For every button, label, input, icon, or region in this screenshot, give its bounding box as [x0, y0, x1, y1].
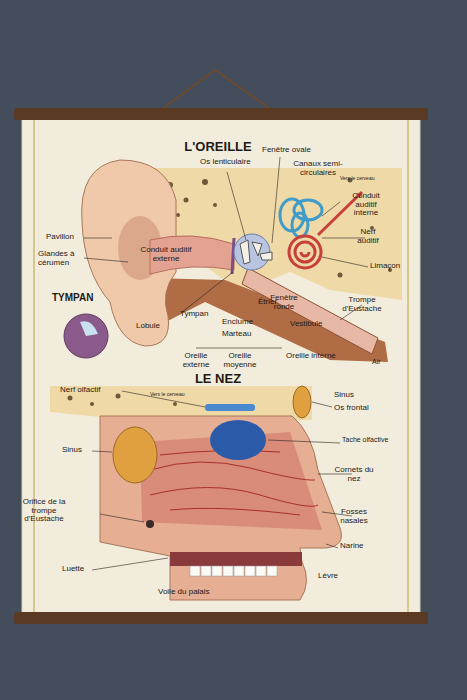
olfactory-nerve	[205, 404, 255, 411]
part-label: Luette	[62, 565, 84, 574]
part-label: Conduit auditif interne	[345, 192, 387, 218]
tympan-detail	[80, 321, 98, 336]
note-label: Vers le cerveau	[150, 392, 184, 397]
paper-edge	[33, 120, 35, 612]
semicircular-canals	[280, 199, 322, 237]
part-label: Glandes à cérumen	[38, 250, 84, 267]
part-label: Fenêtre ronde	[268, 294, 300, 311]
maxillary-sinus	[113, 427, 157, 483]
part-label: Tympan	[180, 310, 208, 319]
part-label: Fosses nasales	[333, 508, 375, 525]
part-label: Trompe d'Eustache	[339, 296, 385, 313]
cochlea	[289, 236, 321, 268]
part-label: Os frontal	[334, 404, 369, 413]
region-label: Oreille interne	[286, 352, 336, 361]
part-label: Fenêtre ovale	[262, 146, 311, 155]
eustachian-orifice	[146, 520, 154, 528]
section-title: LE NEZ	[195, 372, 241, 386]
region-label: Oreille externe	[176, 352, 216, 369]
part-label: Voile du palais	[158, 588, 210, 597]
part-label: Sinus	[334, 391, 354, 400]
part-label: Tache olfactive	[342, 436, 388, 444]
part-label: Limaçon	[370, 262, 400, 271]
part-label: TYMPAN	[52, 293, 93, 304]
section-title: L'OREILLE	[184, 140, 251, 154]
olfactory-patch	[210, 420, 266, 460]
top-rod	[14, 108, 428, 120]
part-label: Nerf auditif	[349, 228, 387, 245]
part-label: Sinus	[62, 446, 82, 455]
part-label: Narine	[340, 542, 364, 551]
ossicle	[240, 240, 250, 264]
face-profile	[100, 416, 341, 600]
part-label: Canaux semi-circulaires	[287, 160, 349, 177]
region-label: Oreille moyenne	[218, 352, 262, 369]
hanging-cord	[158, 70, 275, 112]
middle-ear-cavity	[234, 234, 270, 270]
part-label: Orifice de la trompe d'Eustache	[16, 498, 72, 524]
part-label: Enclume	[222, 318, 253, 327]
leader-lines	[84, 157, 368, 348]
ossicle	[260, 252, 272, 260]
part-label: Lobule	[136, 322, 160, 331]
frontal-sinus	[293, 386, 311, 418]
part-label: Conduit auditif externe	[133, 246, 199, 263]
note-label: Vers le cerveau	[340, 176, 374, 181]
note-label: Air	[372, 358, 381, 366]
part-label: Pavillon	[46, 233, 74, 242]
tympan-inset	[64, 314, 108, 358]
part-label: Cornets du nez	[333, 466, 375, 483]
part-label: Os lenticulaire	[200, 158, 251, 167]
eardrum	[232, 238, 234, 274]
part-label: Nerf olfactif	[60, 386, 100, 395]
chart-paper	[22, 116, 420, 618]
bottom-rod	[14, 612, 428, 624]
part-label: Vestibule	[290, 320, 322, 329]
mouth	[170, 552, 302, 566]
leader-lines	[92, 391, 352, 570]
paper-edge	[407, 120, 409, 612]
teeth	[190, 566, 277, 576]
part-label: Marteau	[222, 330, 251, 339]
blood-vessels	[150, 451, 318, 515]
part-label: Lèvre	[318, 572, 338, 581]
